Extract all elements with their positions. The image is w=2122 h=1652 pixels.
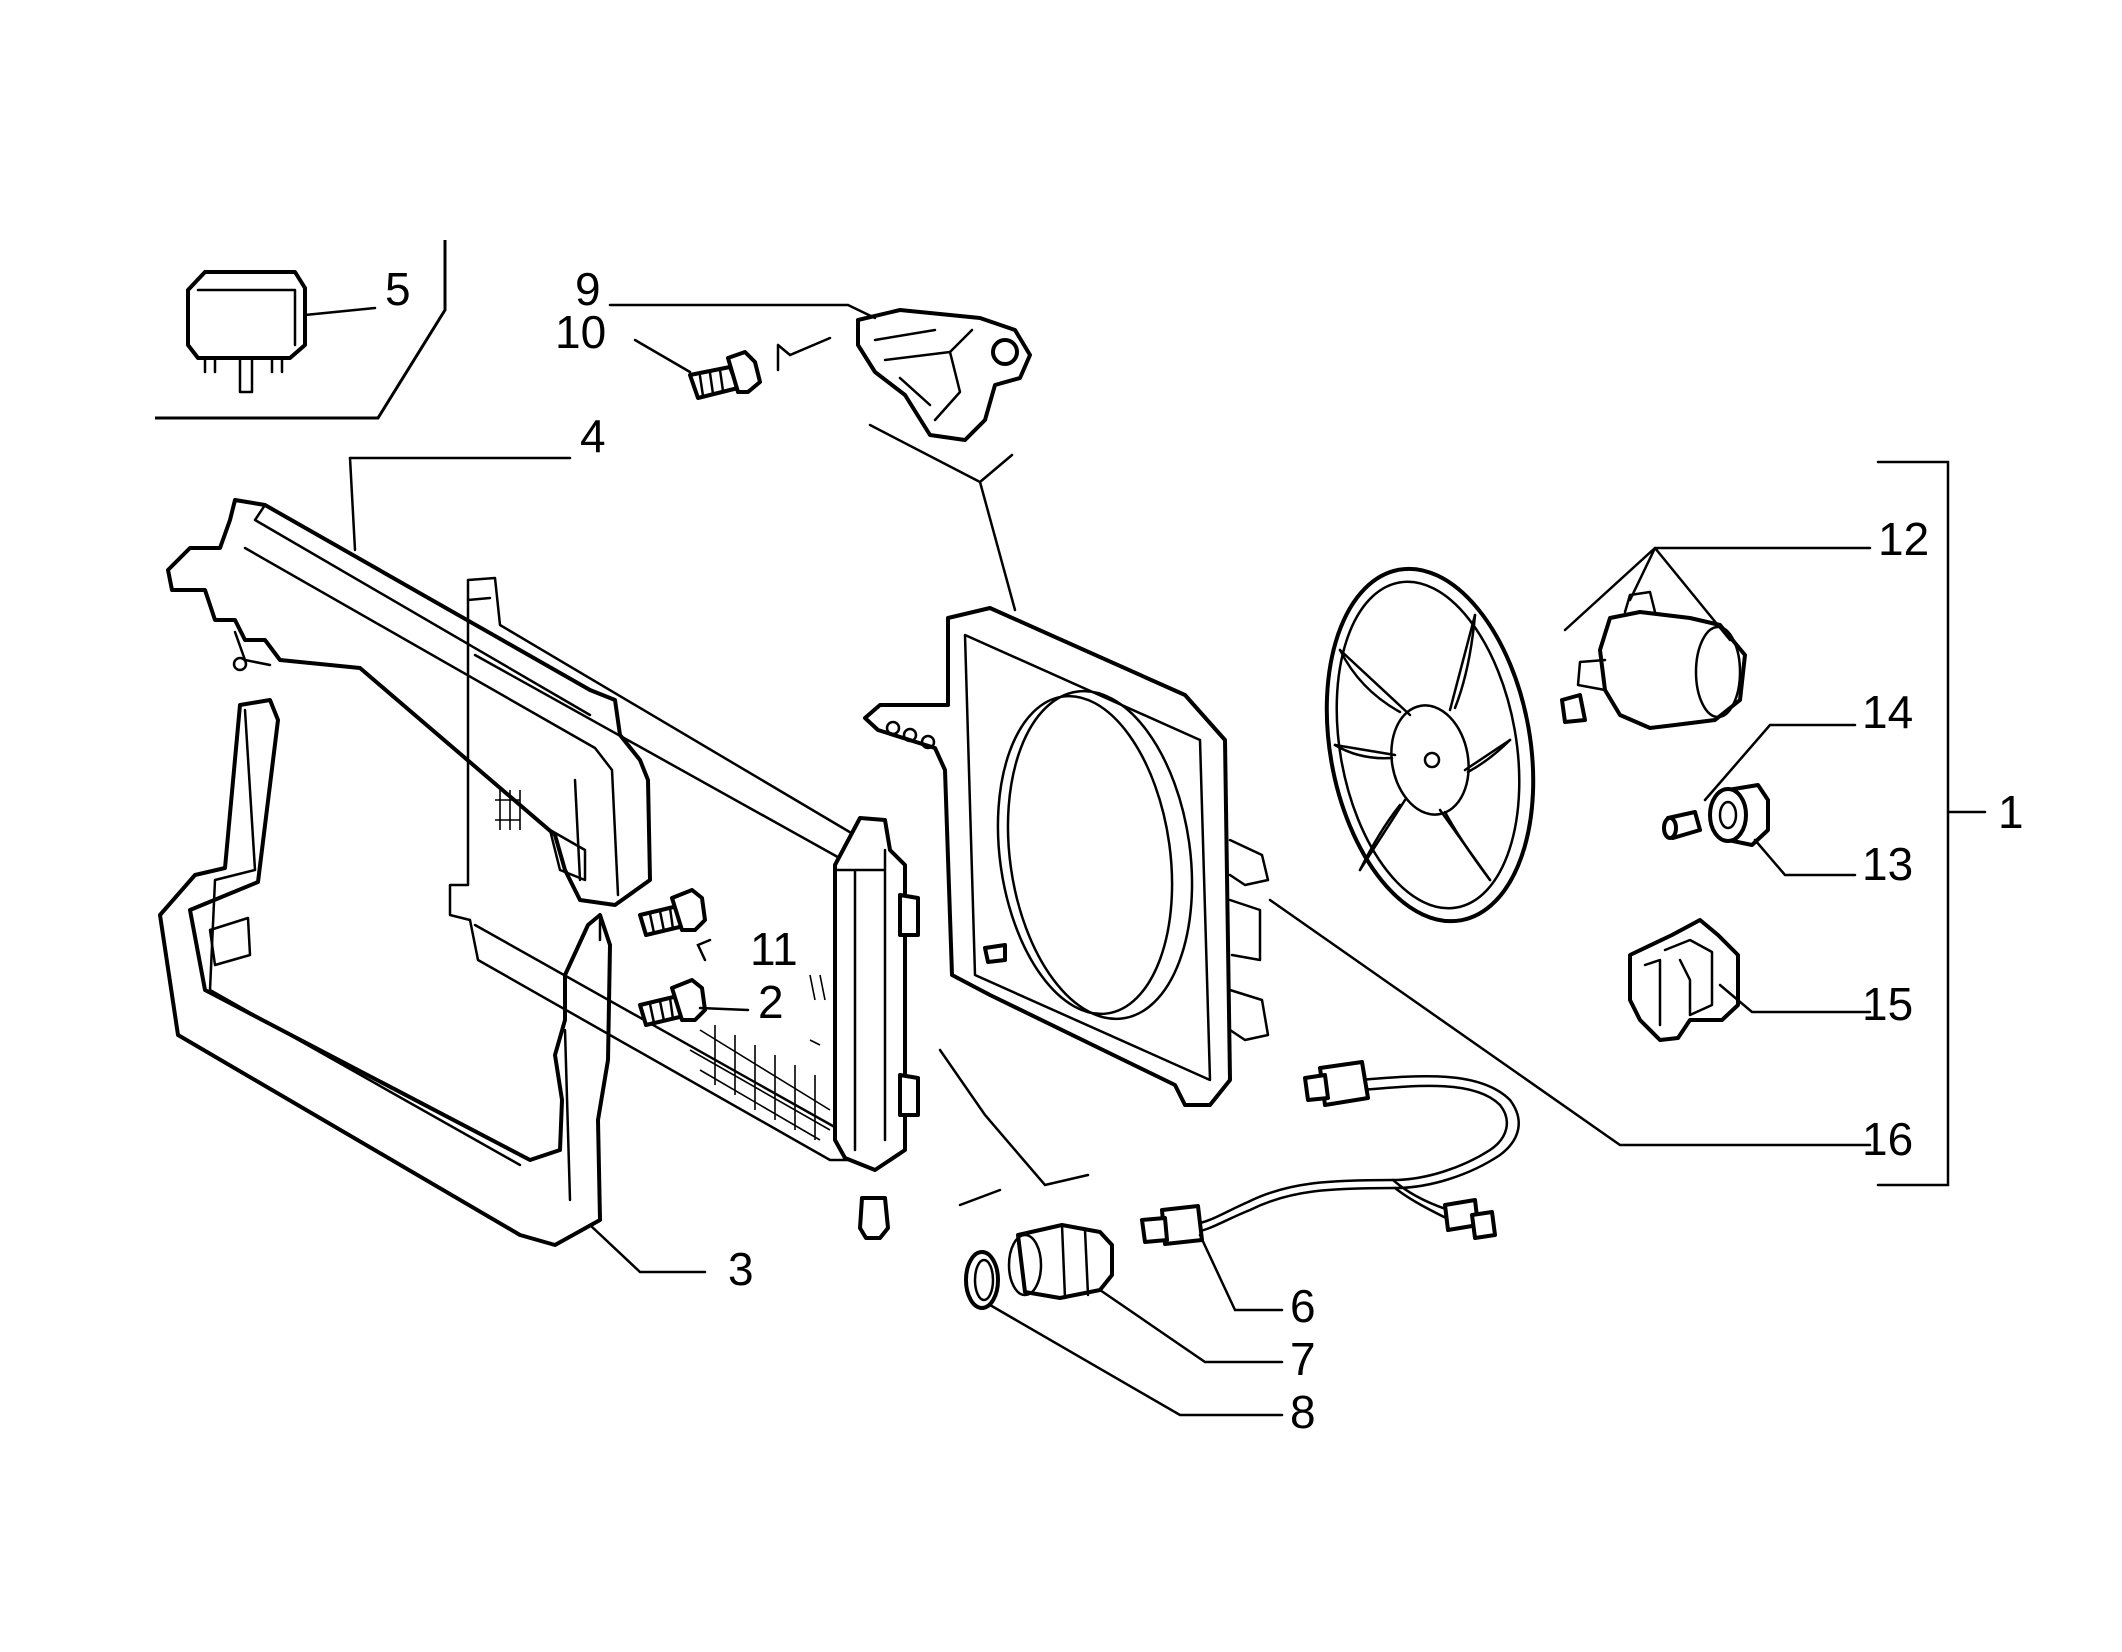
leader-lines	[303, 303, 1987, 1417]
callout-14: 14	[1862, 686, 1913, 738]
callout-2: 2	[758, 976, 784, 1028]
connector-clip-part-15	[1628, 918, 1740, 1042]
callout-12: 12	[1878, 513, 1929, 565]
bush-part-13	[1708, 783, 1770, 847]
bracket-part-9	[856, 308, 1032, 442]
lower-cross-member-part-3	[158, 698, 612, 1247]
callout-5: 5	[385, 263, 411, 315]
callout-13: 13	[1862, 838, 1913, 890]
callout-6: 6	[1290, 1280, 1316, 1332]
fan-and-motor-part-12	[1324, 566, 1747, 924]
callout-11: 11	[750, 923, 798, 975]
spacer-part-14	[1662, 810, 1702, 840]
screw-part-2	[638, 978, 707, 1027]
relay-corner-frame	[155, 240, 447, 420]
callout-16: 16	[1862, 1113, 1913, 1165]
seal-ring-part-8	[964, 1250, 1000, 1310]
callout-9: 9	[575, 263, 601, 315]
callout-1: 1	[1998, 786, 2024, 838]
shroud-part-16	[863, 606, 1270, 1107]
callouts: 5 9 10 4 12 14 1 13 11 2 15 16 3 6 7 8	[385, 263, 2024, 1438]
screw-part-10	[688, 350, 762, 400]
radiator	[448, 576, 920, 1240]
wiring-harness-part-6	[1140, 1060, 1520, 1246]
callout-15: 15	[1862, 978, 1913, 1030]
callout-8: 8	[1290, 1386, 1316, 1438]
screw-part-11	[638, 888, 707, 937]
relay-part-5	[186, 270, 307, 394]
callout-3: 3	[728, 1243, 754, 1295]
thermal-switch-part-7	[1007, 1223, 1114, 1300]
callout-10: 10	[555, 306, 606, 358]
callout-7: 7	[1290, 1333, 1316, 1385]
callout-4: 4	[580, 410, 606, 462]
